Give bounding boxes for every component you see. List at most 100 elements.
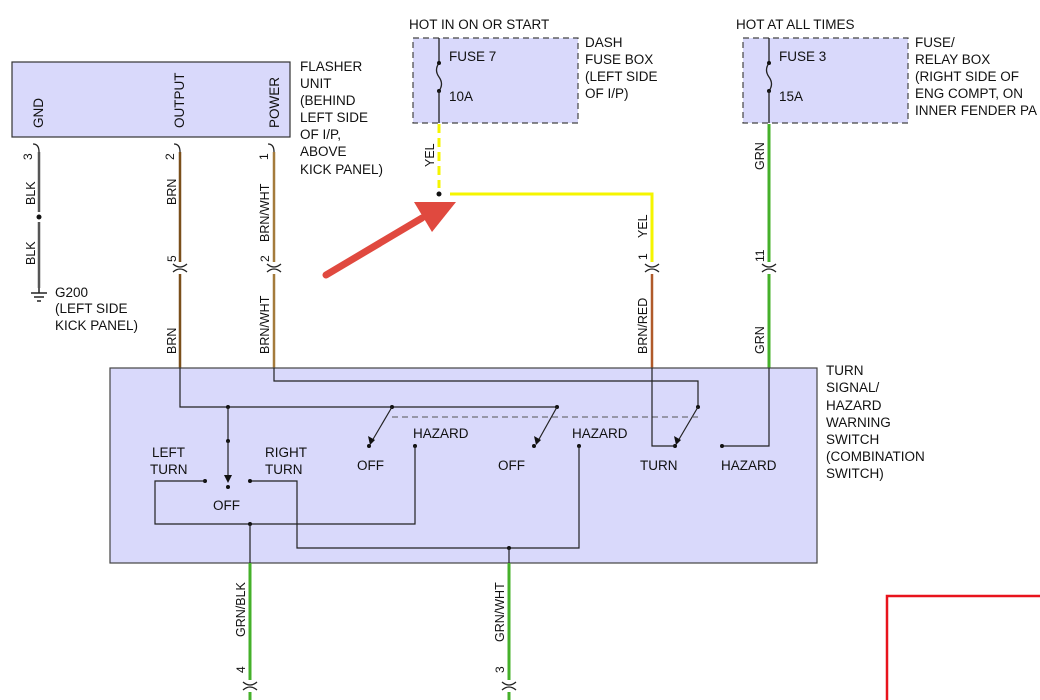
fuse3-rating: 15A <box>779 89 803 104</box>
fuse7-desc-line3: (LEFT SIDE <box>585 69 658 84</box>
connector-grn-icon <box>761 263 777 273</box>
fuse7-wire-label: YEL <box>423 143 437 167</box>
ground-desc-line2: KICK PANEL) <box>55 318 138 333</box>
ground-circuit: BLK BLK G200 (LEFT SIDE KICK PANEL) <box>24 143 138 333</box>
flasher-description: FLASHER UNIT (BEHIND LEFT SIDE OF I/P, A… <box>300 59 383 177</box>
output-wire-label-upper: BRN <box>165 179 179 205</box>
svg-text:(BEHIND: (BEHIND <box>300 93 356 108</box>
fuse3-desc-line5: INNER FENDER PA <box>915 103 1037 118</box>
ground-desc-line1: (LEFT SIDE <box>55 301 128 316</box>
power-wire-label-upper: BRN/WHT <box>258 183 272 242</box>
splice-dot <box>436 191 442 197</box>
splice-dot <box>36 214 42 220</box>
fuse7-desc-line4: OF I/P) <box>585 86 629 101</box>
combination-switch: LEFT TURN RIGHT TURN OFF HAZARD OFF HAZA… <box>109 363 925 564</box>
connector-output-number: 5 <box>165 255 179 262</box>
ground-name: G200 <box>55 285 88 300</box>
switch-box <box>109 367 818 564</box>
svg-text:OF I/P,: OF I/P, <box>300 127 341 142</box>
gnd-wire-label-lower: BLK <box>24 241 38 265</box>
fuse7-name: FUSE 7 <box>449 49 496 64</box>
fuse3-desc-line1: FUSE/ <box>915 35 955 50</box>
fuse3-desc-line3: (RIGHT SIDE OF <box>915 69 1019 84</box>
switch-label-off-turn: OFF <box>213 498 240 513</box>
connector-right-out-icon <box>501 681 517 691</box>
flasher-pin-number-gnd: 3 <box>21 153 35 160</box>
svg-text:HAZARD: HAZARD <box>826 398 882 413</box>
turn-input-wire-label: BRN/RED <box>636 298 650 354</box>
gnd-wire-label-upper: BLK <box>24 181 38 205</box>
ground-symbol-icon <box>31 288 47 302</box>
switch-label-right: RIGHT <box>265 445 307 460</box>
connector-yel-icon <box>644 263 660 273</box>
fuse3-wire-label-lower: GRN <box>753 326 767 354</box>
flasher-pin-power: POWER <box>267 77 282 128</box>
fuse7-desc-line2: FUSE BOX <box>585 52 653 67</box>
yel-wire-label: YEL <box>636 214 650 238</box>
switch-label-right-turn: TURN <box>265 462 303 477</box>
connector-output-icon <box>172 263 188 273</box>
power-wire-label-lower: BRN/WHT <box>258 295 272 354</box>
switch-label-turn: TURN <box>640 458 678 473</box>
connector-yel-number: 1 <box>636 253 650 260</box>
switch-label-left: LEFT <box>152 445 185 460</box>
svg-text:KICK PANEL): KICK PANEL) <box>300 162 383 177</box>
connector-power-icon <box>266 263 282 273</box>
fuse3-desc-line2: RELAY BOX <box>915 52 990 67</box>
flasher-pin-gnd: GND <box>31 98 46 128</box>
svg-text:SIGNAL/: SIGNAL/ <box>826 380 880 395</box>
fuse3-header: HOT AT ALL TIMES <box>736 17 855 32</box>
svg-text:UNIT: UNIT <box>300 76 332 91</box>
flasher-pin-number-power: 1 <box>257 153 271 160</box>
switch-label-off-2: OFF <box>498 458 525 473</box>
hazard-switch-arm-3 <box>677 406 699 442</box>
fuse3-wire-label-upper: GRN <box>753 142 767 170</box>
svg-text:LEFT SIDE: LEFT SIDE <box>300 110 368 125</box>
hazard-switch-arm-1 <box>371 406 393 442</box>
switch-label-hazard-1: HAZARD <box>413 426 469 441</box>
switch-label-hazard-3: HAZARD <box>721 458 777 473</box>
fuse7-icon <box>435 62 443 92</box>
svg-text:SWITCH): SWITCH) <box>826 466 884 481</box>
right-output-circuit: GRN/WHT 3 <box>493 563 517 700</box>
svg-text:(COMBINATION: (COMBINATION <box>826 449 925 464</box>
svg-text:TURN: TURN <box>826 363 864 378</box>
fuse7-box: HOT IN ON OR START FUSE 7 10A DASH FUSE … <box>409 17 658 124</box>
fuse7-header: HOT IN ON OR START <box>409 17 549 32</box>
connector-right-out-number: 3 <box>493 666 507 673</box>
switch-label-left-turn: TURN <box>150 462 188 477</box>
right-output-wire-label: GRN/WHT <box>493 582 507 642</box>
left-output-circuit: GRN/BLK 4 <box>234 563 258 700</box>
flasher-pin-number-output: 2 <box>163 153 177 160</box>
svg-text:ABOVE: ABOVE <box>300 144 347 159</box>
fuse7-desc-line1: DASH <box>585 35 623 50</box>
fuse3-name: FUSE 3 <box>779 49 826 64</box>
svg-text:WARNING: WARNING <box>826 415 891 430</box>
connector-grn-number: 11 <box>753 249 767 262</box>
output-circuit: BRN 5 BRN <box>165 143 188 368</box>
fuse3-icon <box>765 62 773 92</box>
switch-label-off-1: OFF <box>357 458 384 473</box>
connector-left-out-number: 4 <box>234 666 248 673</box>
left-output-wire-label: GRN/BLK <box>234 581 248 637</box>
yel-wire <box>450 192 654 262</box>
connector-left-out-icon <box>242 681 258 691</box>
switch-description: TURN SIGNAL/ HAZARD WARNING SWITCH (COMB… <box>826 363 925 481</box>
pointer-arrow-icon <box>322 202 456 279</box>
hazard-switch-arm-2 <box>537 406 558 442</box>
connector-power-number: 2 <box>258 255 272 262</box>
flasher-box <box>11 61 291 138</box>
power-circuit: BRN/WHT 2 BRN/WHT <box>258 143 282 368</box>
green-circuit: GRN 11 GRN <box>753 124 777 368</box>
flasher-unit: GND OUTPUT POWER FLASHER UNIT (BEHIND LE… <box>11 59 383 177</box>
flasher-pin-output: OUTPUT <box>172 73 187 129</box>
fuse7-outline <box>412 37 579 124</box>
yellow-circuit: YEL YEL 1 BRN/RED <box>423 124 660 368</box>
highlight-box <box>885 594 1040 700</box>
fuse3-box: HOT AT ALL TIMES FUSE 3 15A FUSE/ RELAY … <box>736 17 1037 124</box>
switch-label-hazard-2: HAZARD <box>572 426 628 441</box>
svg-text:SWITCH: SWITCH <box>826 432 879 447</box>
output-wire-label-lower: BRN <box>165 328 179 354</box>
fuse7-rating: 10A <box>449 89 473 104</box>
